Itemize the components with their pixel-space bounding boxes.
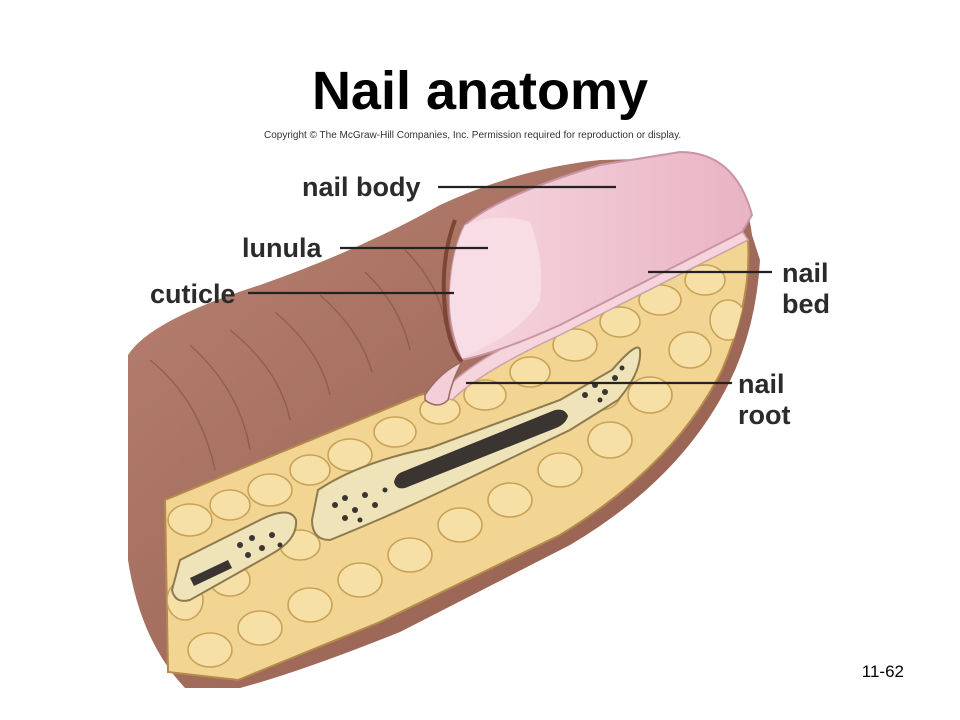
lunula	[449, 217, 542, 358]
label-nail-body: nail body	[302, 172, 421, 202]
bone-marrow-cavity	[394, 409, 568, 489]
label-nail-root-line2: root	[738, 400, 790, 430]
label-nail-bed-line2: bed	[782, 289, 830, 319]
distal-bone-trabeculae	[332, 365, 625, 523]
label-nail-root-line1: nail	[738, 369, 785, 399]
copyright-notice: Copyright © The McGraw-Hill Companies, I…	[264, 130, 682, 141]
cuticle	[441, 219, 464, 364]
slide-title: Nail anatomy	[311, 61, 649, 121]
slide-number: 11-62	[861, 662, 904, 681]
label-cuticle: cuticle	[150, 279, 236, 309]
skin-wrinkles	[149, 249, 446, 471]
label-nail-bed-line1: nail	[782, 258, 829, 288]
nail-root	[424, 360, 464, 406]
fat-lobules	[166, 264, 747, 668]
label-lunula: lunula	[242, 233, 322, 263]
middle-bone-trabeculae	[190, 532, 283, 586]
